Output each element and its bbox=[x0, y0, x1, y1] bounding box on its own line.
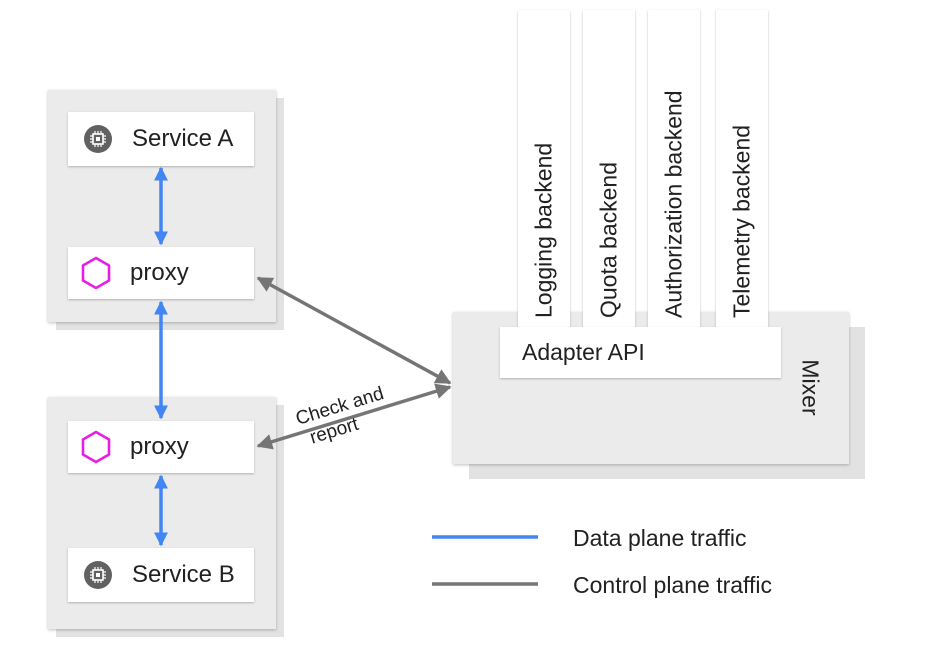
service-a-label: Service A bbox=[132, 125, 234, 152]
service-b-label: Service B bbox=[132, 561, 235, 588]
proxy-bottom-card: proxy bbox=[68, 421, 254, 473]
proxy-top-card: proxy bbox=[68, 247, 254, 299]
hexagon-icon bbox=[80, 430, 112, 464]
service-a-card: Service A bbox=[68, 112, 254, 166]
control-plane-arrow-bottom bbox=[256, 383, 452, 450]
service-b-card: Service B bbox=[68, 548, 254, 602]
backend-authorization: Authorization backend bbox=[648, 10, 700, 328]
legend-control-plane-label: Control plane traffic bbox=[573, 572, 773, 598]
backend-label: Quota backend bbox=[595, 161, 622, 318]
chip-icon bbox=[84, 125, 112, 153]
check-report-line2: report bbox=[307, 414, 361, 449]
proxy-bottom-label: proxy bbox=[130, 433, 189, 460]
backend-label: Logging backend bbox=[530, 142, 557, 318]
adapter-api-label: Adapter API bbox=[522, 339, 645, 365]
proxy-top-label: proxy bbox=[130, 259, 189, 286]
chip-icon bbox=[84, 561, 112, 589]
backend-logging: Logging backend bbox=[518, 10, 570, 328]
legend-data-plane-label: Data plane traffic bbox=[573, 525, 747, 551]
check-report-line1: Check and bbox=[293, 383, 386, 430]
backend-label: Telemetry backend bbox=[728, 124, 755, 318]
adapter-api: Adapter API bbox=[500, 327, 781, 378]
backend-quota: Quota backend bbox=[583, 10, 635, 328]
control-plane-arrow-top bbox=[256, 276, 452, 385]
mixer-label: Mixer bbox=[797, 358, 824, 416]
backend-label: Authorization backend bbox=[660, 90, 687, 318]
backend-telemetry: Telemetry backend bbox=[716, 10, 768, 328]
hexagon-icon bbox=[80, 256, 112, 290]
